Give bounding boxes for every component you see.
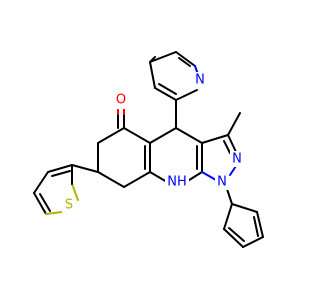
bond	[149, 56, 156, 63]
bond	[223, 203, 233, 230]
label-bg	[193, 72, 207, 88]
bond	[223, 140, 231, 154]
bond	[47, 164, 73, 173]
bond	[123, 127, 151, 144]
bond	[149, 127, 177, 144]
bond	[123, 171, 151, 188]
bond	[231, 203, 258, 213]
bond	[227, 112, 241, 136]
bond	[256, 211, 264, 238]
carbonyl-oxygen-label: O	[116, 93, 126, 108]
bond	[149, 61, 156, 89]
atom-labels: N O N N NH S	[62, 72, 244, 213]
label-bg	[230, 151, 244, 167]
label-bg	[165, 174, 189, 190]
bond	[97, 127, 125, 144]
bond	[149, 51, 177, 63]
bond	[201, 171, 217, 181]
bond	[39, 193, 51, 212]
molecule-canvas: N O N N NH S	[33, 51, 264, 248]
pyrazole-n2-label: N	[232, 152, 242, 167]
pyridine-nitrogen-label: N	[195, 73, 205, 88]
bond	[178, 57, 191, 67]
structure-diagram: N O N N NH S	[33, 51, 264, 248]
bond	[33, 192, 47, 215]
bond	[51, 170, 71, 177]
bond	[175, 127, 203, 144]
bond	[242, 236, 264, 248]
bond	[71, 164, 99, 173]
bond	[33, 171, 49, 194]
bond	[71, 183, 79, 201]
bond	[158, 83, 177, 95]
bond	[97, 171, 125, 188]
bond	[253, 216, 259, 237]
bond	[175, 51, 196, 67]
bond	[229, 165, 237, 176]
bond	[154, 87, 177, 101]
bond	[223, 228, 244, 248]
bond	[45, 211, 63, 215]
bond	[228, 227, 245, 242]
label-bg	[114, 93, 128, 109]
label-bg	[215, 174, 229, 190]
bond	[149, 171, 168, 183]
pyrazole-n1-label: N	[217, 175, 227, 190]
amine-nh-label: NH	[167, 175, 187, 190]
bonds	[33, 51, 264, 248]
thiophene-sulfur-label: S	[65, 198, 73, 213]
bond	[175, 89, 198, 101]
bond	[227, 134, 237, 153]
bond	[201, 134, 229, 144]
label-bg	[62, 197, 76, 213]
